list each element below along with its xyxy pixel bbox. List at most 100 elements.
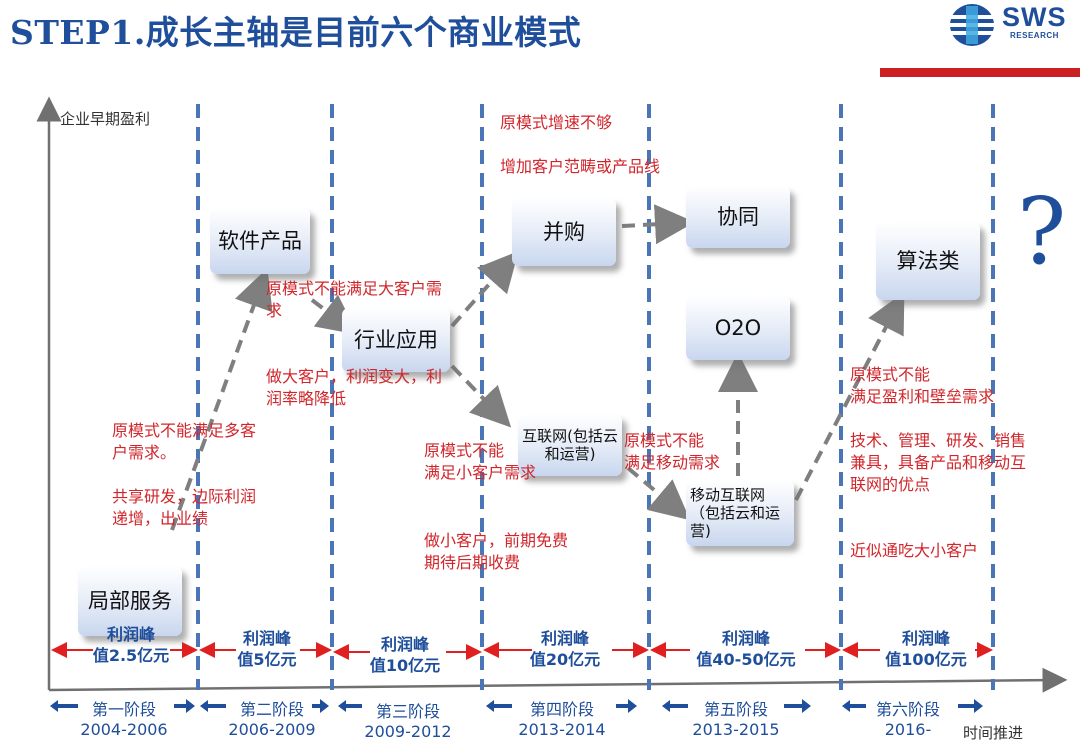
stage-1: 第一阶段 2004-2006: [74, 700, 174, 740]
stage-years: 2013-2014: [518, 720, 606, 739]
stage-years: 2004-2006: [80, 720, 168, 739]
sws-logo: [948, 4, 996, 46]
box-o2o: O2O: [686, 296, 790, 360]
profit-peak-label: 利润峰: [106, 625, 155, 644]
profit-peak-stage-2: 利润峰 值5亿元: [222, 628, 312, 670]
stage-name: 第五阶段: [703, 700, 768, 719]
note: 原模式不能: [850, 365, 931, 384]
note: 润率略降低: [266, 389, 347, 408]
arrow-industry-to-mna: [450, 251, 519, 328]
stage-name: 第四阶段: [529, 700, 594, 719]
stage-5: 第五阶段 2013-2015: [686, 700, 786, 740]
stage-6: 第六阶段 2016-: [858, 700, 958, 740]
note: 满足盈利和壁垒需求: [850, 387, 995, 406]
logo-name: SWS: [1002, 2, 1067, 32]
question-mark: ?: [1017, 178, 1067, 285]
stage-years: 2013-2015: [692, 720, 780, 739]
progression-arrows: [170, 204, 905, 531]
profit-peak-value: 值5亿元: [237, 650, 297, 669]
profit-peak-value: 值2.5亿元: [92, 646, 170, 665]
stage-arrow-left: [486, 700, 512, 712]
stage-years: 2006-2009: [228, 720, 316, 739]
box-mna: 并购: [512, 198, 616, 266]
profit-peak-label: 利润峰: [721, 629, 770, 648]
stage-arrow-left: [200, 700, 226, 712]
stage-arrow-left: [662, 700, 688, 712]
box-synergy: 协同: [686, 186, 790, 248]
note: 共享研发，边际利润: [112, 487, 257, 506]
note: 原模式不能满足多客: [112, 421, 257, 440]
profit-peak-label: 利润峰: [540, 629, 589, 648]
x-axis: [48, 667, 1068, 693]
note: 做小客户，前期免费: [424, 531, 569, 550]
arrow-mobile-to-algorithm: [794, 291, 905, 501]
profit-peak-stage-4: 利润峰 值20亿元: [520, 628, 610, 670]
stage-3: 第三阶段 2009-2012: [358, 702, 458, 742]
note: 技术、管理、研发、销售: [850, 431, 1027, 450]
note: 原模式不能: [624, 431, 705, 450]
profit-peak-value: 值100亿元: [885, 650, 967, 669]
stage-name: 第六阶段: [875, 700, 940, 719]
box-mobile-internet: 移动互联网（包括云和运营): [686, 480, 794, 546]
profit-span-arrows: [51, 642, 993, 660]
profit-peak-stage-5: 利润峰 值40-50亿元: [684, 628, 808, 670]
stage-arrows: [50, 699, 983, 713]
stage-arrow-left: [338, 700, 362, 712]
stage-4: 第四阶段 2013-2014: [512, 700, 612, 740]
arrow-internet-to-mobile: [626, 466, 691, 521]
arrow-software-to-industry: [310, 294, 358, 335]
page-title: STEP1.成长主轴是目前六个商业模式: [10, 13, 582, 52]
box-software-product: 软件产品: [210, 208, 310, 274]
note: 原模式不能: [424, 441, 505, 460]
stage-dividers: [196, 104, 995, 690]
note: 原模式增速不够: [500, 113, 613, 132]
note: 期待后期收费: [424, 553, 521, 572]
note: 联网的优点: [850, 475, 931, 494]
note: 兼具，具备产品和移动互: [850, 453, 1027, 472]
y-axis-label: 企业早期盈利: [60, 110, 151, 128]
note: 做大客户，利润变大，利: [266, 367, 443, 386]
x-axis-label: 时间推进: [963, 724, 1024, 742]
profit-peak-stage-1: 利润峰 值2.5亿元: [86, 624, 176, 666]
arrow-local-to-software: [170, 267, 273, 531]
profit-peak-stage-6: 利润峰 值100亿元: [874, 628, 978, 670]
profit-peak-label: 利润峰: [901, 629, 950, 648]
profit-peak-label: 利润峰: [242, 629, 291, 648]
stage-2: 第二阶段 2006-2009: [222, 700, 322, 740]
profit-peak-value: 值40-50亿元: [696, 650, 796, 669]
stage-arrow-right: [312, 699, 329, 713]
box-industry-application: 行业应用: [342, 308, 450, 372]
stage-arrow-right: [784, 699, 811, 713]
stage-years: 2016-: [884, 720, 932, 739]
profit-peak-label: 利润峰: [380, 635, 429, 654]
header-accent-bar: [880, 68, 1080, 77]
stage-name: 第三阶段: [375, 702, 440, 721]
note: 户需求。: [112, 443, 177, 462]
stage-name: 第一阶段: [91, 700, 156, 719]
stage-arrow-left: [842, 700, 866, 712]
profit-peak-stage-3: 利润峰 值10亿元: [360, 634, 450, 676]
box-algorithm: 算法类: [876, 222, 980, 300]
note: 满足小客户需求: [424, 463, 537, 482]
stage-arrow-right: [958, 699, 983, 713]
note: 递增，出业绩: [112, 509, 209, 528]
stage-years: 2009-2012: [364, 722, 452, 741]
arrow-industry-to-internet: [450, 364, 512, 428]
profit-peak-value: 值20亿元: [529, 650, 601, 669]
stage-name: 第二阶段: [239, 700, 304, 719]
note: 原模式不能满足大客户需: [266, 279, 443, 298]
note: 满足移动需求: [624, 453, 721, 472]
stage-arrow-right: [616, 699, 637, 713]
box-local-service: 局部服务: [78, 566, 182, 636]
logo-mark-icon: [948, 4, 996, 46]
note: 增加客户范畴或产品线: [500, 157, 661, 176]
box-internet: 互联网(包括云和运营): [518, 414, 622, 476]
note: 近似通吃大小客户: [850, 541, 979, 560]
logo-subtitle: RESEARCH: [1010, 31, 1059, 40]
arrow-mna-to-synergy: [621, 204, 695, 245]
stage-arrow-right: [174, 699, 195, 713]
stage-arrow-left: [50, 700, 78, 712]
note: 求: [266, 301, 283, 320]
profit-peak-value: 值10亿元: [369, 656, 441, 675]
